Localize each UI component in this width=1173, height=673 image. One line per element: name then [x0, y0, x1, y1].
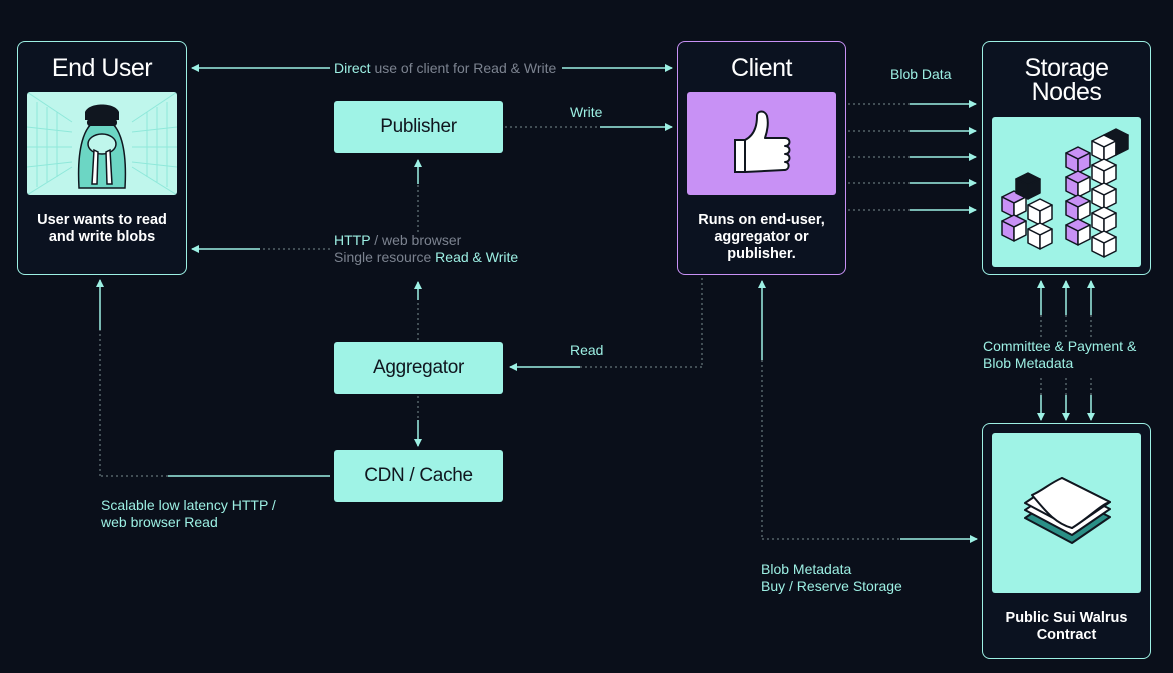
- single-resource-label: Single resource Read & Write: [334, 249, 518, 266]
- stacked-sheets-icon: [1024, 477, 1111, 544]
- scalable-line2: web browser Read: [101, 514, 218, 530]
- aggregator-box[interactable]: Aggregator: [334, 342, 503, 394]
- storage-nodes-title-line2: Nodes: [1031, 78, 1102, 106]
- walrus-icon: [27, 92, 177, 195]
- scalable-line1: Scalable low latency HTTP /: [101, 497, 276, 513]
- contract-card: Public Sui Walrus Contract: [982, 423, 1151, 659]
- client-caption: Runs on end-user, aggregator or publishe…: [698, 212, 825, 262]
- cubes-icon: [1001, 128, 1129, 258]
- single-resource-word: Single resource: [334, 249, 436, 265]
- blob-metadata-line1: Blob Metadata: [761, 561, 852, 577]
- contract-illustration: [992, 433, 1141, 593]
- blob-data-label: Blob Data: [890, 66, 952, 82]
- scalable-read-label: Scalable low latency HTTP / web browser …: [101, 497, 276, 531]
- blob-metadata-connector: [758, 280, 978, 543]
- http-rest: / web browser: [370, 232, 462, 248]
- client-title: Client: [731, 54, 792, 82]
- walrus-illustration: [27, 92, 177, 195]
- committee-line1: Committee & Payment &: [983, 338, 1137, 354]
- end-user-caption: User wants to read and write blobs: [37, 212, 167, 245]
- end-user-card: End User User wants to read and write bl…: [17, 41, 187, 275]
- storage-nodes-title-line1: Storage: [1024, 54, 1109, 82]
- blob-data-connectors: [848, 100, 977, 214]
- read-connector: [509, 278, 703, 371]
- blob-metadata-line2: Buy / Reserve Storage: [761, 578, 902, 594]
- direct-word: Direct: [334, 60, 371, 76]
- direct-rest: use of client for Read & Write: [370, 60, 557, 76]
- storage-nodes-card: Storage Nodes: [982, 41, 1151, 275]
- client-card: Client Runs on end-user, aggregator or p…: [677, 41, 846, 275]
- read-write-word: Read & Write: [435, 249, 519, 265]
- committee-label: Committee & Payment & Blob Metadata: [983, 338, 1136, 372]
- http-word: HTTP: [334, 232, 371, 248]
- storage-illustration: [992, 117, 1141, 267]
- committee-line2: Blob Metadata: [983, 355, 1074, 371]
- client-illustration: [687, 92, 836, 195]
- blob-metadata-label: Blob Metadata Buy / Reserve Storage: [761, 561, 902, 595]
- end-user-title: End User: [51, 54, 153, 82]
- publisher-box[interactable]: Publisher: [334, 101, 503, 153]
- http-label: HTTP / web browser: [334, 232, 461, 249]
- cdn-enduser-connector: [96, 279, 330, 477]
- write-label: Write: [570, 104, 603, 120]
- read-label: Read: [570, 342, 604, 358]
- storage-nodes-title: Storage Nodes: [983, 54, 1150, 106]
- cdn-cache-box[interactable]: CDN / Cache: [334, 450, 503, 502]
- contract-caption: Public Sui Walrus Contract: [1005, 610, 1128, 643]
- thumbs-up-icon: [734, 110, 791, 173]
- committee-connectors: [1037, 280, 1095, 421]
- direct-use-label: Direct use of client for Read & Write: [334, 60, 556, 77]
